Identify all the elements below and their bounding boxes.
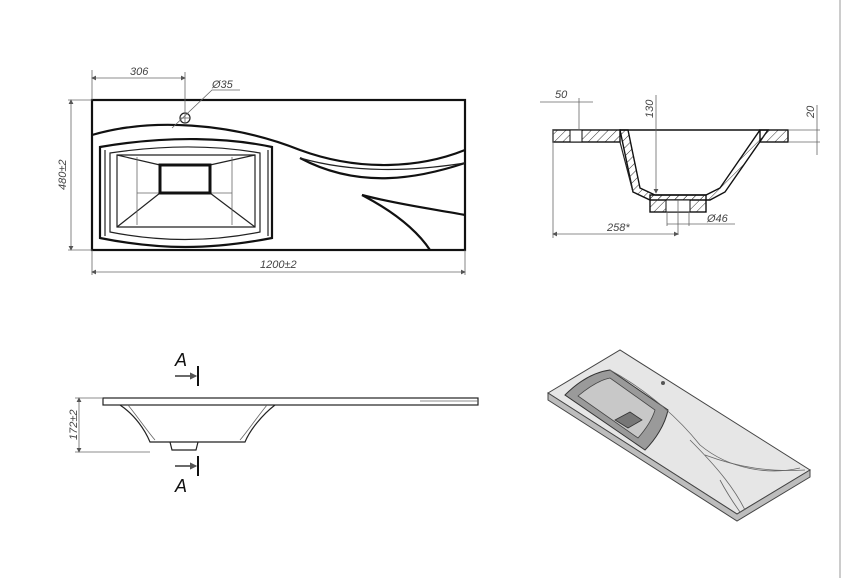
dim-drain: Ø46 <box>706 213 729 225</box>
top-view: 306 Ø35 480±2 1200±2 <box>57 66 467 275</box>
section-label-top: A <box>174 350 187 370</box>
dim-height: 172±2 <box>68 409 80 440</box>
basin-outer <box>98 138 274 249</box>
wave-line-1 <box>91 123 466 167</box>
dim-thickness: 20 <box>805 105 817 119</box>
dim-rim: 50 <box>555 89 568 101</box>
drain <box>158 163 212 195</box>
dim-width: 1200±2 <box>260 259 297 271</box>
dim-tap-offset: 306 <box>130 66 149 78</box>
section-view: 50 130 20 258* Ø46 <box>540 89 820 238</box>
isometric-view <box>547 349 811 522</box>
dim-basin-depth: 130 <box>644 99 656 118</box>
dim-drain-offset: 258* <box>606 222 630 234</box>
dim-tap-hole: Ø35 <box>211 79 234 91</box>
countertop-side <box>102 397 479 406</box>
section-label-bottom: A <box>174 476 187 496</box>
countertop-outline <box>90 98 467 252</box>
dim-depth: 480±2 <box>57 159 69 190</box>
side-view: A A 172±2 <box>68 350 479 496</box>
